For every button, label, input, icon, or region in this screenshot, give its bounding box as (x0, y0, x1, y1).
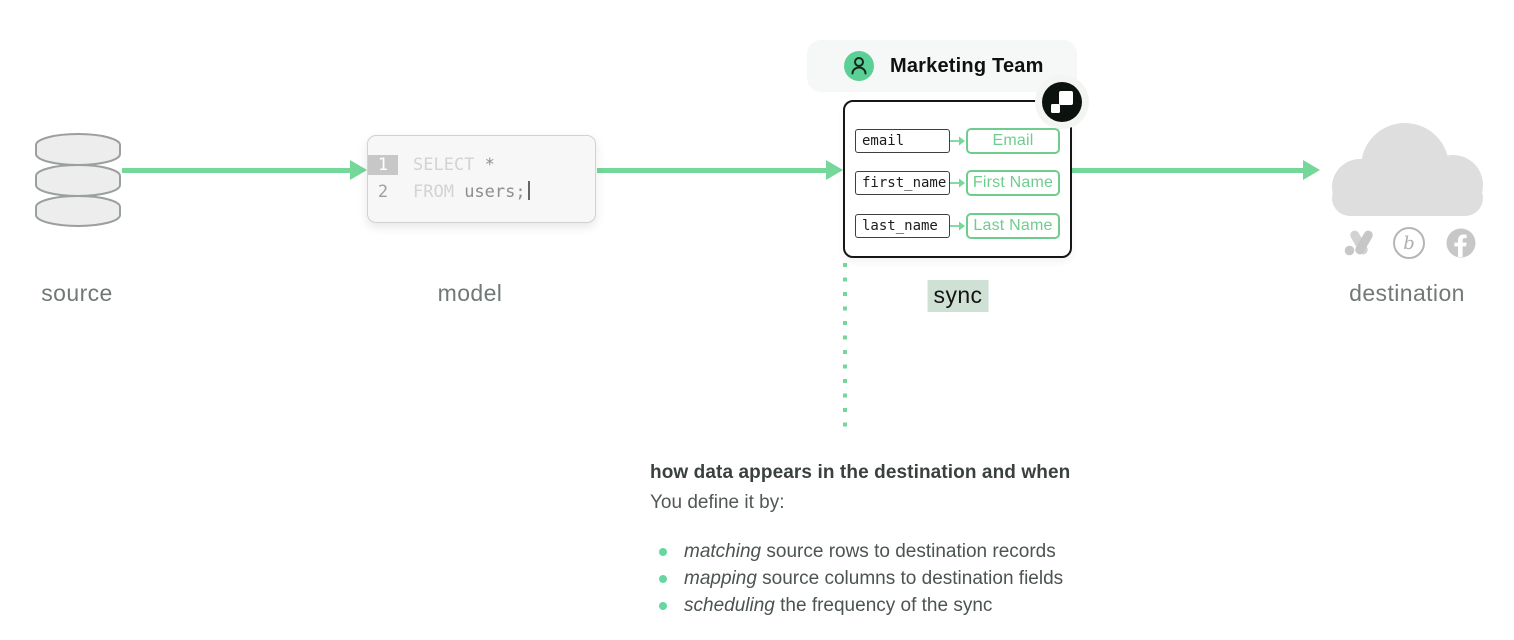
code-line: 2 FROM users; (368, 178, 595, 205)
sync-dotted-connector-icon (843, 263, 847, 429)
sql-rest: users; (453, 182, 526, 202)
caption-block: how data appears in the destination and … (650, 462, 1250, 619)
source-column-field: first_name (855, 171, 950, 195)
destination-field: Email (966, 128, 1060, 154)
arrow-sync-to-destination (1072, 159, 1320, 181)
list-item: mapping source columns to destination fi… (650, 565, 1250, 592)
mapping-arrow-icon (950, 178, 965, 188)
bullet-dot-icon (659, 548, 667, 556)
line-number: 1 (368, 154, 398, 175)
sync-mapping-card: email Email first_name First Name last_n… (843, 100, 1072, 258)
team-name-label: Marketing Team (890, 54, 1044, 77)
code-text: SELECT * (398, 155, 495, 175)
svg-text:b: b (1403, 233, 1415, 254)
bullet-term: matching (684, 541, 762, 562)
arrow-head-icon (826, 160, 843, 180)
caption-intro: You define it by: (650, 492, 785, 513)
stage-label-sync: sync (927, 280, 989, 312)
braze-icon: b (1393, 227, 1425, 259)
bullet-term: mapping (684, 568, 757, 589)
model-sql-card: 1 SELECT * 2 FROM users; (367, 135, 596, 223)
logo-square-large (1059, 91, 1073, 105)
logo-square-small (1051, 104, 1060, 113)
bullet-rest: source columns to destination fields (756, 568, 1064, 589)
caption-heading: how data appears in the destination and … (650, 462, 1071, 483)
line-number: 2 (377, 181, 389, 202)
mapping-row: email Email (845, 128, 1070, 154)
mapping-row: first_name First Name (845, 170, 1070, 196)
stage-label-destination: destination (1349, 280, 1465, 306)
sql-rest: * (474, 154, 495, 175)
stage-label-model: model (437, 280, 503, 306)
arrow-model-to-sync (597, 159, 843, 181)
bullet-term: scheduling (684, 595, 775, 616)
database-icon (35, 133, 121, 227)
source-column-field: last_name (855, 214, 950, 238)
list-item: matching source rows to destination reco… (650, 538, 1250, 565)
arrow-head-icon (1303, 160, 1320, 180)
code-text: FROM users; (398, 181, 530, 202)
list-item: scheduling the frequency of the sync (650, 592, 1250, 619)
mapping-arrow-icon (950, 221, 965, 231)
facebook-icon (1446, 228, 1476, 258)
bullet-dot-icon (659, 575, 667, 583)
bullet-rest: the frequency of the sync (774, 595, 993, 616)
arrow-shaft (597, 167, 826, 173)
arrow-shaft (122, 167, 350, 173)
destination-field: First Name (966, 170, 1060, 196)
destination-field: Last Name (966, 213, 1060, 239)
arrow-source-to-model (122, 159, 367, 181)
caption-list: matching source rows to destination reco… (650, 538, 1250, 619)
code-line: 1 SELECT * (368, 151, 595, 178)
hightouch-logo-icon (1042, 82, 1082, 122)
arrow-shaft (1072, 167, 1303, 173)
google-ads-icon (1344, 230, 1373, 256)
mapping-arrow-icon (950, 136, 965, 146)
source-column-field: email (855, 129, 950, 153)
bullet-dot-icon (659, 602, 667, 610)
cloud-icon (1332, 123, 1483, 216)
stage-label-source: source (41, 280, 113, 306)
sql-keyword: FROM (413, 182, 454, 202)
person-icon (844, 51, 874, 81)
text-cursor (527, 181, 530, 200)
mapping-row: last_name Last Name (845, 213, 1070, 239)
arrow-head-icon (350, 160, 367, 180)
team-badge: Marketing Team (807, 40, 1077, 92)
bullet-rest: source rows to destination records (761, 541, 1056, 562)
sql-keyword: SELECT (413, 154, 475, 175)
